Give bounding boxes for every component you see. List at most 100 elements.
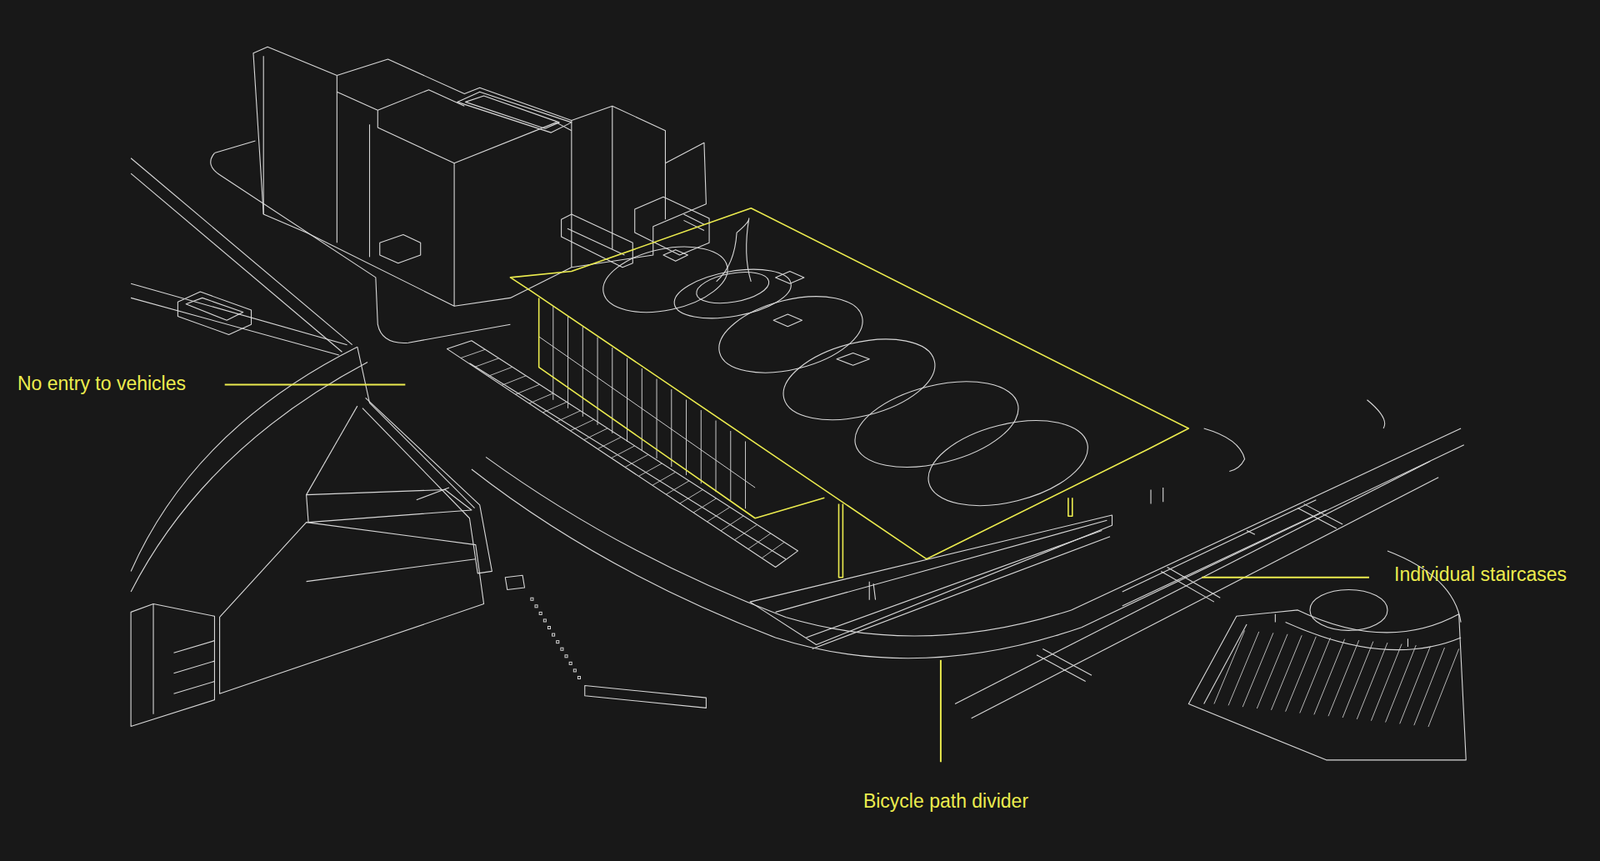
stair-treads [460, 349, 485, 358]
site-linework [130, 283, 347, 345]
bollard-row [565, 655, 568, 658]
facade-mullions [567, 316, 569, 409]
site-linework [750, 515, 1112, 645]
site-linework [1310, 589, 1388, 630]
site-linework [670, 261, 795, 327]
stair-treads [734, 524, 757, 540]
bollard-row [530, 597, 581, 679]
bollard-row [577, 675, 580, 679]
bollard-row [569, 661, 572, 665]
facade-mullions [700, 410, 702, 484]
bollard-row [543, 619, 546, 622]
site-linework [694, 267, 772, 309]
stair-treads [584, 428, 608, 440]
site-linework [1160, 567, 1220, 603]
stair-treads [1242, 632, 1274, 707]
site-linework [1387, 550, 1461, 623]
site-linework [471, 445, 1465, 659]
stair-treads [597, 436, 621, 449]
stair-treads [707, 506, 730, 522]
stair-treads [1285, 636, 1317, 712]
stair-treads [1314, 639, 1345, 715]
site-linework [570, 120, 572, 267]
site-linework [716, 218, 752, 282]
site-linework [336, 59, 706, 306]
site-linework [561, 214, 634, 268]
site-linework [306, 559, 476, 582]
site-linework [505, 575, 525, 590]
highlight-outline [1068, 497, 1073, 516]
site-linework [955, 460, 1430, 704]
stair-treads [680, 489, 704, 504]
site-linework [1036, 648, 1092, 681]
stair-treads [542, 401, 567, 413]
site-linework [130, 604, 215, 727]
site-linework [447, 340, 799, 568]
site-linework [710, 283, 870, 386]
facade-mullions [539, 305, 755, 509]
site-linework [306, 489, 472, 522]
stair-treads [761, 541, 785, 558]
stair-treads [1428, 648, 1460, 727]
stair-treads [1228, 631, 1260, 705]
site-linework [130, 158, 353, 345]
site-linework [253, 46, 455, 306]
leader-lines [940, 660, 942, 762]
site-linework [567, 228, 625, 255]
callout-label: Individual staircases [1394, 563, 1567, 587]
stair-treads [1270, 635, 1302, 710]
leader-lines [225, 383, 406, 385]
site-linework [336, 91, 338, 243]
site-linework [130, 361, 368, 591]
site-linework [845, 366, 1027, 483]
site-linework [306, 405, 358, 495]
facade-mullions [539, 336, 755, 488]
site-linework [1204, 624, 1247, 704]
site-linework [597, 236, 735, 323]
site-linework [465, 95, 560, 129]
stair-treads [460, 349, 1460, 727]
site-linework [805, 530, 1110, 649]
bollard-row [573, 669, 576, 672]
site-linework [362, 397, 492, 574]
site-linework [1275, 614, 1408, 647]
stair-treads [1342, 641, 1374, 718]
facade-mullions [670, 389, 672, 467]
stair-treads [570, 419, 594, 430]
bollard-row [560, 647, 564, 650]
highlight-outline [539, 297, 825, 518]
bollard-row [547, 625, 550, 629]
stair-treads [1300, 637, 1331, 713]
site-linework [585, 685, 707, 708]
site-linework [130, 297, 340, 355]
stair-treads [638, 463, 662, 477]
stair-treads [665, 480, 690, 495]
highlight-outline [839, 504, 844, 578]
site-linework [416, 487, 450, 500]
site-linework [485, 428, 1461, 636]
site-linework [775, 520, 1108, 612]
stair-treads [1214, 630, 1245, 704]
bollard-row [535, 605, 538, 608]
site-linework [1188, 610, 1466, 760]
site-linework [611, 105, 613, 249]
bollard-row [530, 597, 534, 600]
stair-treads [693, 498, 717, 513]
site-linework [369, 124, 370, 257]
leader-lines [225, 384, 1370, 762]
site-linework [457, 91, 572, 133]
site-linework [152, 604, 154, 715]
stair-treads [1356, 642, 1388, 720]
facade-mullions [730, 430, 731, 500]
stair-treads [720, 515, 744, 531]
site-linework [635, 196, 710, 255]
bollard-row [552, 633, 555, 636]
site-linework [775, 271, 805, 285]
facade-mullions [641, 368, 643, 450]
facade-mullions [611, 347, 613, 434]
facade-mullions [745, 440, 746, 509]
stair-treads [1256, 634, 1288, 709]
site-linework [1285, 622, 1462, 650]
site-linework [665, 163, 666, 220]
